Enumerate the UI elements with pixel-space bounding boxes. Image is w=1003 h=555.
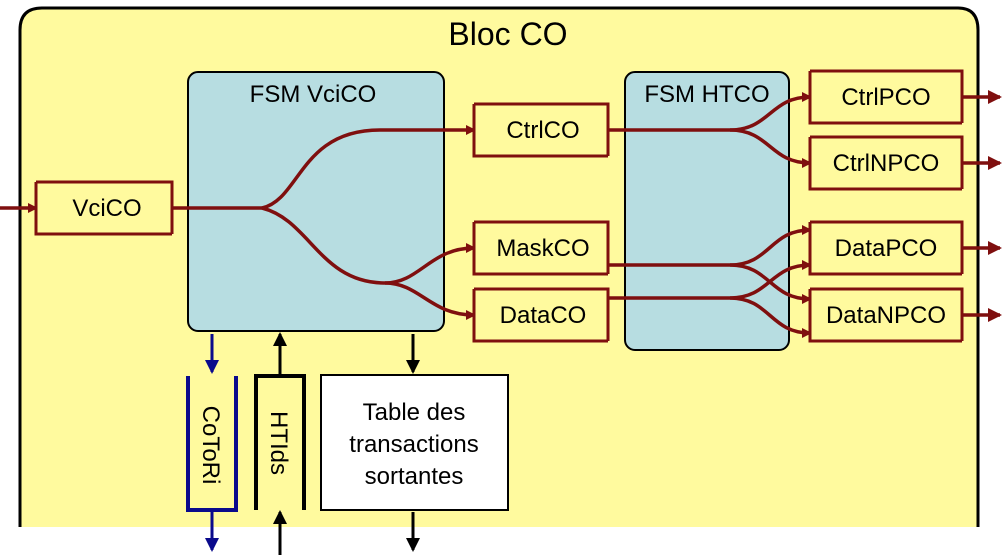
fork-down: [261, 206, 386, 285]
fsm-vci-box: [187, 71, 445, 332]
vci-port-frame: [34, 180, 174, 236]
block-title: Bloc CO: [448, 16, 567, 52]
ctrlco-port-frame: [472, 102, 610, 158]
wire-to-dataco: [384, 281, 476, 320]
mask-to-datapco: [729, 225, 812, 267]
signal-ctrlpco: CtrlPCO: [841, 84, 930, 111]
transactions-table-box: [320, 374, 509, 511]
wire-to-ctrlnpco: [729, 128, 812, 168]
signal-maskco: MaskCO: [496, 235, 589, 262]
datanpco-port-frame: [808, 287, 964, 343]
fork-to-ctrlco: [261, 125, 476, 210]
vci-port-bg: [36, 182, 172, 234]
table-line-3: sortantes: [365, 463, 464, 490]
signal-datapco: DataPCO: [835, 235, 938, 262]
dataco-port-frame: [472, 287, 610, 343]
cotori-bracket: [186, 376, 238, 512]
ctrlpco-port-frame: [808, 69, 964, 125]
table-line-1: Table des: [363, 399, 466, 426]
maskco-port-frame: [472, 220, 610, 276]
wire-to-ctrlpco: [729, 92, 812, 132]
table-line-2: transactions: [349, 431, 478, 458]
ctrlnpco-port-frame: [808, 135, 964, 191]
fsm-vci-label: FSM VciCO: [250, 81, 377, 108]
signal-ctrlco: CtrlCO: [506, 117, 579, 144]
signal-datanpco: DataNPCO: [826, 302, 946, 329]
signal-ctrlnpco: CtrlNPCO: [833, 150, 940, 177]
signal-vci: VciCO: [72, 195, 141, 222]
fsm-ht-label: FSM HTCO: [644, 81, 769, 108]
fsm-ht-box: [624, 71, 790, 351]
signal-dataco: DataCO: [500, 302, 587, 329]
cotori-label: CoToRi: [197, 406, 224, 485]
htids-label: HTIds: [265, 411, 292, 475]
wire-to-maskco: [384, 243, 476, 285]
data-to-datanpco: [729, 296, 812, 338]
htids-bracket: [254, 374, 306, 510]
datapco-port-frame: [808, 220, 964, 276]
data-to-datapco-cross: [729, 260, 812, 300]
